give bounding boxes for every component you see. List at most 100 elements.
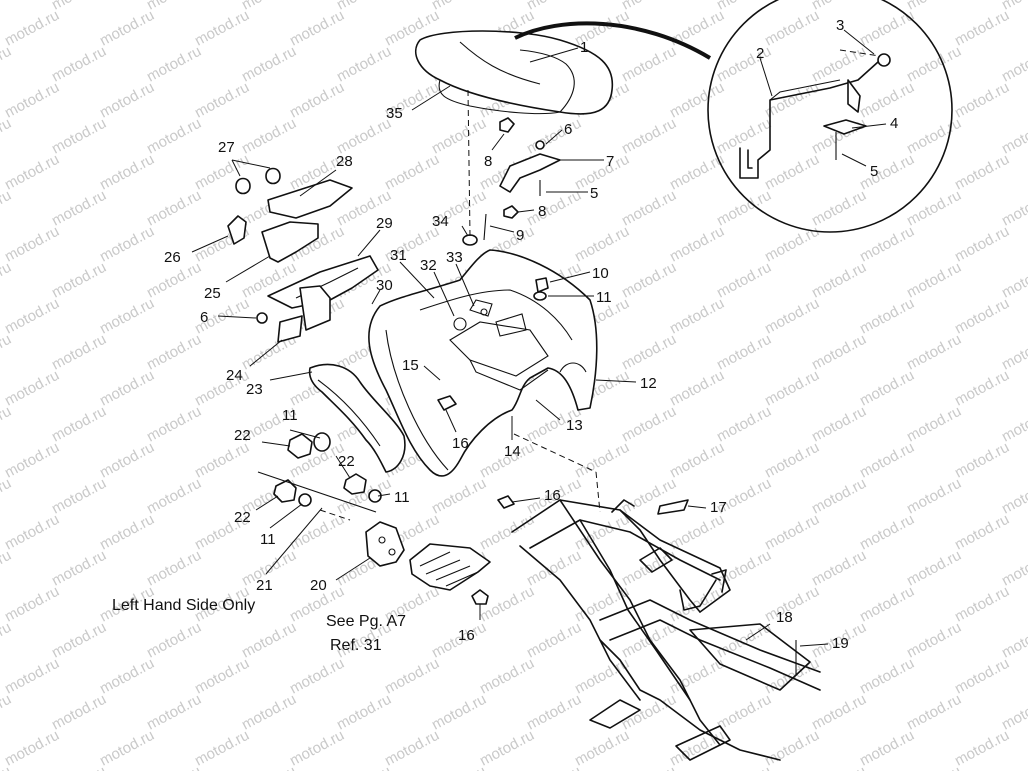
- watermark-text: motod.ru: [49, 403, 109, 446]
- watermark-text: motod.ru: [429, 115, 489, 158]
- watermark-text: motod.ru: [952, 511, 1012, 554]
- watermark-text: motod.ru: [429, 691, 489, 734]
- watermark-text: motod.ru: [714, 331, 774, 374]
- callout-35: 35: [386, 105, 403, 122]
- watermark-text: motod.ru: [524, 115, 584, 158]
- callout-4: 4: [890, 115, 898, 132]
- watermark-text: motod.ru: [239, 763, 299, 771]
- callout-7: 7: [606, 153, 614, 170]
- seat-part: [415, 21, 712, 115]
- watermark-text: motod.ru: [97, 223, 157, 266]
- watermark-text: motod.ru: [382, 151, 442, 194]
- watermark-text: motod.ru: [667, 79, 727, 122]
- callout-11: 11: [394, 489, 410, 506]
- watermark-text: motod.ru: [952, 223, 1012, 266]
- watermark-text: motod.ru: [49, 0, 109, 14]
- callout-5: 5: [870, 163, 878, 180]
- watermark-text: motod.ru: [904, 403, 964, 446]
- watermark-text: motod.ru: [524, 0, 584, 14]
- watermark-text: motod.ru: [287, 727, 347, 770]
- watermark-text: motod.ru: [904, 187, 964, 230]
- watermark-text: motod.ru: [952, 79, 1012, 122]
- callout-5: 5: [590, 185, 598, 202]
- callout-21: 21: [256, 577, 273, 594]
- watermark-text: motod.ru: [857, 655, 917, 698]
- callout-18: 18: [776, 609, 793, 626]
- watermark-text: motod.ru: [619, 691, 679, 734]
- watermark-text: motod.ru: [904, 115, 964, 158]
- watermark-text: motod.ru: [49, 43, 109, 86]
- callout-28: 28: [336, 153, 353, 170]
- callout-34: 34: [432, 213, 449, 230]
- callout-11: 11: [282, 407, 298, 424]
- callout-24: 24: [226, 367, 243, 384]
- callout-16: 16: [544, 487, 561, 504]
- watermark-text: motod.ru: [857, 223, 917, 266]
- watermark-text: motod.ru: [809, 0, 869, 14]
- watermark-text: motod.ru: [809, 259, 869, 302]
- watermark-text: motod.ru: [762, 511, 822, 554]
- watermark-text: motod.ru: [0, 619, 14, 662]
- watermark-text: motod.ru: [97, 151, 157, 194]
- watermark-text: motod.ru: [2, 7, 62, 50]
- watermark-text: motod.ru: [382, 655, 442, 698]
- watermark-text: motod.ru: [809, 691, 869, 734]
- watermark-text: motod.ru: [904, 691, 964, 734]
- watermark-text: motod.ru: [952, 151, 1012, 194]
- callout-15: 15: [402, 357, 419, 374]
- watermark-text: motod.ru: [239, 691, 299, 734]
- watermark-text: motod.ru: [334, 0, 394, 14]
- watermark-text: motod.ru: [144, 0, 204, 14]
- watermark-text: motod.ru: [619, 0, 679, 14]
- callout-2: 2: [756, 45, 764, 62]
- watermark-text: motod.ru: [144, 619, 204, 662]
- watermark-text: motod.ru: [0, 187, 14, 230]
- watermark-text: motod.ru: [239, 43, 299, 86]
- watermark-text: motod.ru: [334, 763, 394, 771]
- watermark-text: motod.ru: [857, 367, 917, 410]
- watermark-text: motod.ru: [144, 475, 204, 518]
- watermark-text: motod.ru: [572, 223, 632, 266]
- watermark-text: motod.ru: [0, 0, 14, 14]
- callout-1: 1: [580, 39, 588, 56]
- watermark-text: motod.ru: [49, 259, 109, 302]
- watermark-text: motod.ru: [904, 547, 964, 590]
- watermark-text: motod.ru: [524, 763, 584, 771]
- watermark-text: motod.ru: [0, 475, 14, 518]
- watermark-text: motod.ru: [572, 655, 632, 698]
- callout-10: 10: [592, 265, 609, 282]
- watermark-text: motod.ru: [2, 511, 62, 554]
- watermark-text: motod.ru: [762, 223, 822, 266]
- watermark-text: motod.ru: [809, 331, 869, 374]
- watermark-text: motod.ru: [144, 43, 204, 86]
- watermark-text: motod.ru: [667, 7, 727, 50]
- watermark-text: motod.ru: [857, 727, 917, 770]
- watermark-text: motod.ru: [2, 79, 62, 122]
- mud-flap-part: [308, 363, 406, 473]
- watermark-text: motod.ru: [809, 547, 869, 590]
- atv-frame: [511, 433, 821, 761]
- watermark-text: motod.ru: [144, 187, 204, 230]
- callout-23: 23: [246, 381, 263, 398]
- watermark-text: motod.ru: [97, 79, 157, 122]
- watermark-text: motod.ru: [429, 475, 489, 518]
- watermark-text: motod.ru: [762, 151, 822, 194]
- watermark-text: motod.ru: [952, 655, 1012, 698]
- callout-31: 31: [390, 247, 407, 264]
- watermark-text: motod.ru: [192, 367, 252, 410]
- watermark-text: motod.ru: [97, 727, 157, 770]
- watermark-text: motod.ru: [429, 763, 489, 771]
- callout-33: 33: [446, 249, 463, 266]
- watermark-text: motod.ru: [904, 763, 964, 771]
- watermark-text: motod.ru: [952, 727, 1012, 770]
- watermark-text: motod.ru: [952, 583, 1012, 626]
- bracket-and-footrest: [365, 521, 491, 605]
- watermark-text: motod.ru: [0, 691, 14, 734]
- watermark-text: motod.ru: [667, 223, 727, 266]
- watermark-text: motod.ru: [144, 403, 204, 446]
- callout-22: 22: [338, 453, 355, 470]
- note-ref: Ref. 31: [330, 637, 382, 654]
- seat-bracket-hardware: [462, 89, 561, 246]
- watermark-text: motod.ru: [714, 691, 774, 734]
